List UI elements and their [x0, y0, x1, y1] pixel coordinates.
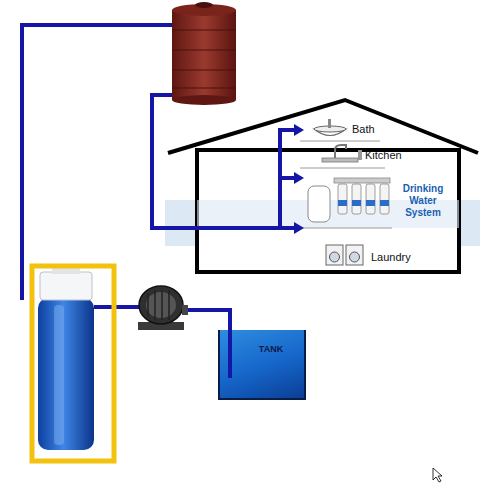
house-outline [300, 168, 385, 169]
faucet-icon [322, 158, 358, 162]
house-outline [168, 100, 478, 153]
ro-system-icon [352, 200, 361, 206]
storage-tank: TANK [218, 330, 306, 400]
filter-housing [38, 268, 94, 450]
washer-icon [346, 245, 363, 265]
faucet-icon [358, 150, 362, 160]
water-pipe [228, 330, 232, 378]
pump-motor [147, 293, 149, 317]
overhead-tank [172, 29, 236, 30]
sink-icon [314, 119, 346, 136]
ro-system-icon [334, 178, 390, 183]
water-pipe [184, 310, 230, 332]
pump-motor [139, 286, 183, 324]
house-outline [300, 228, 392, 229]
washer-icon [350, 252, 360, 262]
pipe-arrowhead [294, 124, 304, 234]
pump-motor [154, 290, 156, 320]
overhead-tank [172, 87, 236, 88]
overhead-tank [172, 10, 236, 100]
ro-system-icon [352, 184, 361, 214]
ro-system-icon [308, 186, 330, 222]
sink-icon [328, 119, 331, 128]
washer-icon [326, 245, 343, 265]
ro-system-icon [338, 184, 347, 214]
overhead-tank [172, 95, 236, 105]
system-label: Drinking Water System [392, 183, 454, 219]
water-pipe [280, 130, 296, 228]
water-pipe [152, 95, 296, 228]
ro-system-icon [366, 200, 375, 206]
water-pipe [280, 176, 296, 180]
faucet-icon [322, 145, 362, 162]
faucet-icon [335, 145, 346, 158]
tank-label: TANK [242, 344, 300, 354]
pump-motor [138, 286, 188, 330]
room-label: Laundry [371, 251, 411, 264]
house-outline [168, 100, 478, 272]
filter-housing [52, 268, 80, 274]
overhead-tank [172, 69, 236, 70]
water-pipe [22, 25, 296, 332]
cursor-icon [433, 468, 442, 482]
ro-system-icon [308, 178, 390, 222]
washer-icon [330, 252, 340, 262]
pipe-arrowhead [294, 172, 304, 184]
ro-system-icon [380, 200, 389, 206]
highlight-box [32, 266, 114, 461]
water-pipe [94, 305, 140, 309]
ro-system-icon [338, 200, 347, 206]
pipe-arrowhead [294, 222, 304, 234]
ro-system-icon [380, 184, 389, 214]
pump-motor [161, 290, 163, 320]
house-outline [197, 150, 459, 272]
overhead-tank [195, 2, 213, 8]
overhead-tank [172, 2, 236, 105]
overhead-tank [172, 49, 236, 50]
washer-icon [326, 245, 363, 265]
pump-motor [182, 305, 188, 315]
house-outline [300, 141, 380, 142]
pipe-arrowhead [294, 124, 304, 136]
room-label: Bath [352, 123, 375, 136]
pump-motor [168, 290, 170, 320]
filter-housing [54, 305, 64, 445]
filter-housing [38, 298, 94, 450]
filter-housing [40, 272, 92, 300]
ro-system-icon [366, 184, 375, 214]
room-label: Kitchen [365, 149, 402, 162]
pump-motor [146, 292, 176, 318]
